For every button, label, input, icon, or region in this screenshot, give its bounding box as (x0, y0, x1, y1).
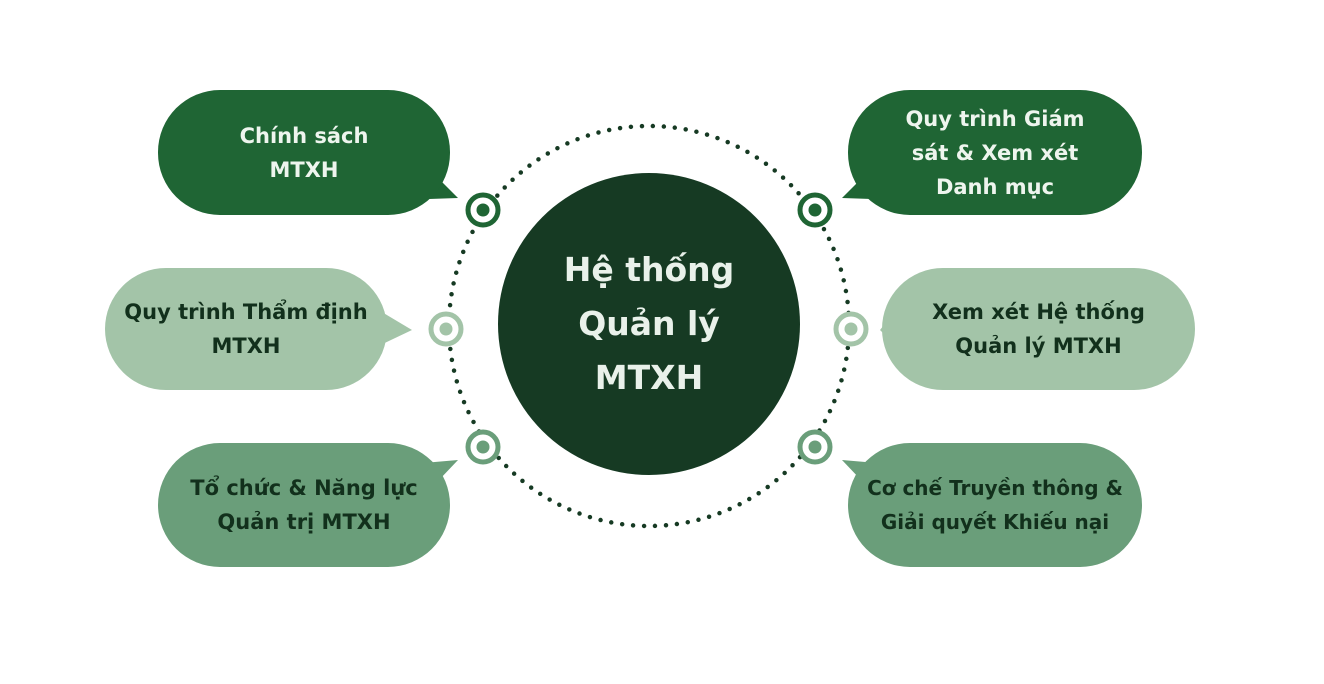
node-icon (428, 311, 464, 347)
bubble-policy: Chính sách MTXH (158, 90, 450, 215)
node-icon (833, 311, 869, 347)
node-icon (797, 192, 833, 228)
center-hub: Hệ thống Quản lý MTXH (498, 173, 800, 475)
bubble-review: Xem xét Hệ thống Quản lý MTXH (882, 268, 1195, 390)
bubble-label: Quy trình Thẩm định MTXH (124, 300, 368, 358)
bubble-organization: Tổ chức & Năng lực Quản trị MTXH (158, 443, 450, 567)
node-icon (797, 429, 833, 465)
node-icon (465, 192, 501, 228)
bubble-communication: Cơ chế Truyền thông & Giải quyết Khiếu n… (848, 443, 1142, 567)
bubble-appraisal: Quy trình Thẩm định MTXH (105, 268, 387, 390)
bubble-label: Tổ chức & Năng lực Quản trị MTXH (190, 476, 418, 534)
bubble-label: Xem xét Hệ thống Quản lý MTXH (932, 300, 1145, 358)
bubble-label: Chính sách MTXH (239, 123, 369, 182)
center-title: Hệ thống Quản lý MTXH (563, 250, 735, 397)
node-icon (465, 429, 501, 465)
bubble-label: Cơ chế Truyền thông & Giải quyết Khiếu n… (867, 476, 1123, 534)
bubble-label: Quy trình Giám sát & Xem xét Danh mục (905, 106, 1085, 199)
bubble-monitoring: Quy trình Giám sát & Xem xét Danh mục (848, 90, 1142, 215)
